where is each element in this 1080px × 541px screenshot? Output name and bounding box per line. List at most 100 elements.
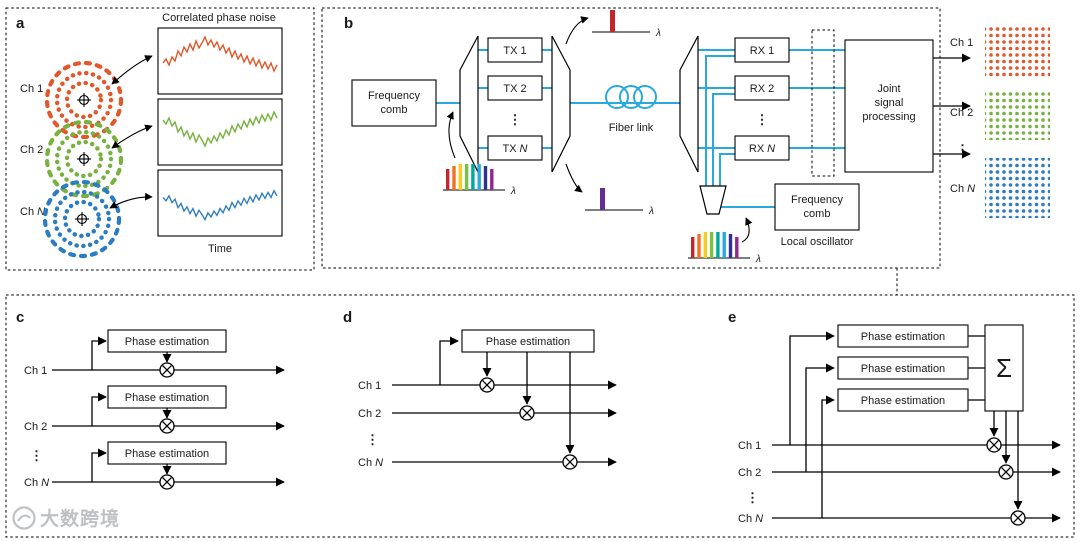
- joint-processing-label-1: Joint: [877, 83, 900, 95]
- multiplier-icon: [986, 437, 1002, 453]
- output-constellation-chN: [985, 158, 1050, 218]
- sigma-label: Σ: [996, 353, 1012, 383]
- channel-vdots: ⋮: [366, 432, 379, 447]
- time-axis-label: Time: [208, 243, 232, 255]
- correlation-arrow-ch1: [111, 55, 153, 85]
- waveform-box-ch1: [157, 27, 283, 95]
- purple-spectrum-arrow: [565, 163, 583, 193]
- tx1-label: TX 1: [503, 45, 526, 57]
- red-spectrum-arrow: [565, 16, 589, 45]
- fiber-coil-loop: [605, 85, 629, 109]
- lo-to-rx2-line: [712, 93, 735, 186]
- tx-vdots: ⋮: [509, 112, 522, 127]
- wdm-demux: [679, 35, 699, 173]
- signal-tap-ch1: [439, 336, 459, 385]
- optical-links: [436, 49, 845, 208]
- tx-comb-spectrum: [442, 163, 517, 198]
- lambda-label: λ: [648, 206, 654, 217]
- fiber-coil-loop: [619, 85, 643, 109]
- rx2-label: RX 2: [750, 83, 774, 95]
- correlated-phase-noise-title: Correlated phase noise: [162, 12, 276, 24]
- panel-e-label: e: [728, 309, 736, 326]
- purple-peak-bar: [600, 188, 605, 210]
- tx-frequency-comb-label-1: Frequency: [368, 90, 420, 102]
- channel-vdots: ⋮: [30, 448, 43, 463]
- lambda-label: λ: [655, 28, 661, 39]
- watermark-logo-icon: [12, 506, 36, 530]
- panel-e: e Phase estimation Phase estimation Phas…: [728, 309, 1061, 526]
- panel-b-label: b: [344, 15, 353, 32]
- lo-frequency-comb-box: [774, 183, 860, 231]
- channel-label-ch2: Ch 2: [24, 421, 47, 433]
- channel-vdots: ⋮: [746, 490, 759, 505]
- local-oscillator-label: Local oscillator: [781, 236, 854, 248]
- phase-estimation-label-1: Phase estimation: [125, 336, 209, 348]
- phase-estimation-label-2: Phase estimation: [861, 363, 945, 375]
- tx2-label: TX 2: [503, 83, 526, 95]
- lo-to-rx1-line: [705, 55, 735, 186]
- panel-c-label: c: [16, 309, 24, 326]
- signal-tap-ch1: [789, 331, 835, 445]
- multiplier-icon: [998, 464, 1014, 480]
- watermark: 大数跨境: [12, 506, 120, 530]
- signal-tap-ch2: [805, 363, 835, 472]
- lo-comb-spectrum: [687, 231, 762, 266]
- output-channel-label-ch1: Ch 1: [950, 37, 973, 49]
- lo-splitter: [699, 185, 727, 215]
- multiplier-icon: [519, 405, 535, 421]
- constellation-ch2: [47, 122, 121, 196]
- phase-estimation-label-3: Phase estimation: [861, 395, 945, 407]
- lo-spectrum-arrow: [741, 217, 753, 243]
- signal-tap-chN: [821, 395, 835, 518]
- output-constellation-ch2: [985, 90, 1050, 140]
- correlation-arrow-ch2: [111, 124, 153, 149]
- output-constellation-ch1: [985, 26, 1050, 78]
- channel-label-ch1: Ch 1: [358, 380, 381, 392]
- rx1-label: RX 1: [750, 45, 774, 57]
- panel-b: b Fiber link: [321, 7, 1050, 295]
- lo-to-rxN-line: [719, 153, 735, 186]
- signal-tap-ch2: [91, 392, 107, 426]
- multiplier-icon: [159, 474, 175, 490]
- constellation-chN: [45, 182, 119, 256]
- phase-estimation-label: Phase estimation: [486, 336, 570, 348]
- red-carrier-spectrum: λ: [592, 10, 661, 39]
- output-channel-label-ch2: Ch 2: [950, 107, 973, 119]
- joint-processing-label-2: signal: [875, 97, 904, 109]
- txN-box: [487, 135, 543, 161]
- channel-label-ch1: Ch 1: [738, 440, 761, 452]
- lo-frequency-comb-label-1: Frequency: [791, 194, 843, 206]
- constellation-ch1: [47, 63, 121, 137]
- panel-b-border: [321, 7, 941, 269]
- tx2-box: [487, 75, 543, 101]
- watermark-text: 大数跨境: [40, 507, 120, 530]
- tap-dashed-box: [811, 29, 835, 177]
- rx2-box: [734, 75, 790, 101]
- channel-label-ch2: Ch 2: [358, 408, 381, 420]
- comb-spectrum-arrow: [446, 111, 456, 159]
- rx1-box: [734, 37, 790, 63]
- channel-label-ch2: Ch 2: [20, 144, 43, 156]
- multiplier-icon: [159, 362, 175, 378]
- signal-tap-chN: [91, 448, 107, 482]
- wdm-mux: [459, 35, 479, 173]
- phase-estimation-box: [461, 329, 595, 353]
- panel-cde: c Phase estimation Ch 1 Phase estimation…: [5, 294, 1075, 538]
- tx1-box: [487, 37, 543, 63]
- wdm-combiner: [551, 35, 571, 173]
- multiplier-icon: [1010, 510, 1026, 526]
- sum-box: [984, 324, 1024, 412]
- multiplier-icon: [479, 377, 495, 393]
- purple-carrier-spectrum: λ: [585, 188, 654, 217]
- phase-estimation-label-2: Phase estimation: [125, 392, 209, 404]
- channel-label-ch1: Ch 1: [24, 365, 47, 377]
- channel-label-ch2: Ch 2: [738, 467, 761, 479]
